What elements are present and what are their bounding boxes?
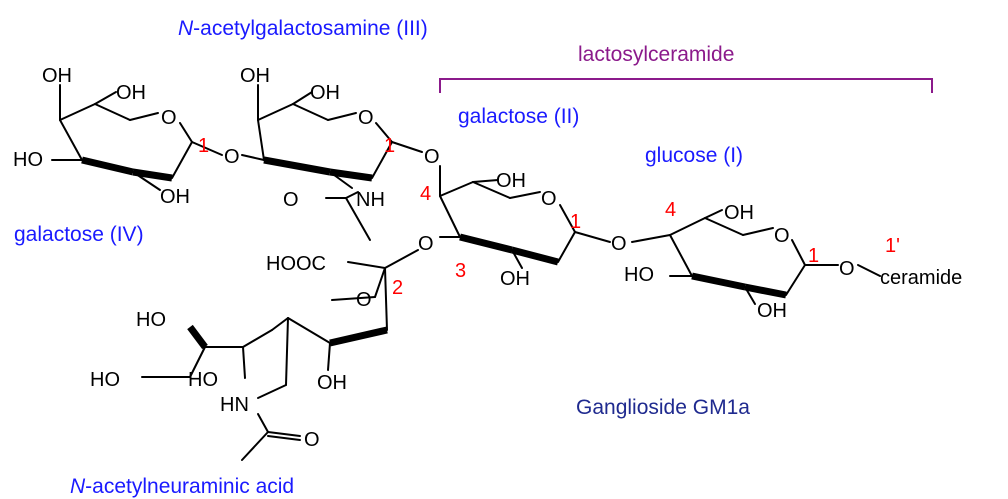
ceramide-label: ceramide [880, 267, 962, 289]
glycosidic-oxygen: O [418, 233, 434, 255]
label-neu-prefix: N [70, 475, 86, 498]
atom-ho: HO [136, 309, 166, 331]
ring-galactose-ii [439, 165, 611, 269]
ring-glucose-i [631, 209, 881, 305]
atom-ho: HO [13, 149, 43, 171]
ring-oxygen: O [161, 107, 177, 129]
atom-oh: OH [240, 65, 270, 87]
carbonyl-oxygen: O [283, 189, 299, 211]
position-number: 1 [384, 135, 395, 157]
atom-oh: OH [317, 372, 347, 394]
position-number: 1 [808, 245, 819, 267]
ring-galactose-iv [51, 84, 223, 191]
glycosidic-oxygen: O [224, 146, 240, 168]
ring-oxygen: O [774, 225, 790, 247]
atom-hooc: HOOC [266, 253, 326, 275]
position-number: 3 [455, 260, 466, 282]
position-number: 1 [198, 135, 209, 157]
atom-oh: OH [310, 82, 340, 104]
ring-oxygen: O [541, 188, 557, 210]
label-galnac: N-acetylgalactosamine (III) [178, 17, 428, 40]
position-number: 2 [392, 277, 403, 299]
atom-oh: OH [724, 202, 754, 224]
ring-oxygen: O [356, 289, 372, 311]
label-neu-rest: -acetylneuraminic acid [85, 475, 294, 498]
label-galactose-iv: galactose (IV) [14, 223, 144, 246]
atom-oh: OH [42, 65, 72, 87]
atom-ho: HO [188, 369, 218, 391]
label-lactosylceramide: lactosylceramide [578, 43, 734, 66]
label-galactose-ii: galactose (II) [458, 105, 579, 128]
lactosylceramide-bracket [439, 78, 933, 93]
atom-nh: NH [356, 189, 385, 211]
ring-galnac-iii [241, 84, 423, 241]
position-number: 4 [665, 199, 676, 221]
carbonyl-oxygen: O [304, 429, 320, 451]
glycosidic-oxygen: O [424, 146, 440, 168]
ring-oxygen: O [358, 107, 374, 129]
label-glucose-i: glucose (I) [645, 144, 743, 167]
atom-hn: HN [220, 394, 249, 416]
position-number: 1' [885, 235, 900, 257]
atom-oh: OH [757, 300, 787, 322]
atom-oh: OH [496, 170, 526, 192]
atom-oh: OH [160, 186, 190, 208]
compound-name: Ganglioside GM1a [576, 396, 750, 419]
label-galnac-rest: -acetylgalactosamine (III) [193, 17, 428, 40]
position-number: 1 [570, 211, 581, 233]
glycosidic-oxygen: O [611, 233, 627, 255]
label-galnac-prefix: N [178, 17, 194, 40]
atom-oh: OH [500, 268, 530, 290]
atom-oh: OH [116, 82, 146, 104]
glycosidic-oxygen: O [839, 258, 855, 280]
label-neuraminic-acid: N-acetylneuraminic acid [70, 475, 294, 498]
atom-ho: HO [624, 264, 654, 286]
position-number: 4 [420, 183, 431, 205]
ring-neuraminic-acid [141, 249, 419, 461]
atom-ho: HO [90, 369, 120, 391]
